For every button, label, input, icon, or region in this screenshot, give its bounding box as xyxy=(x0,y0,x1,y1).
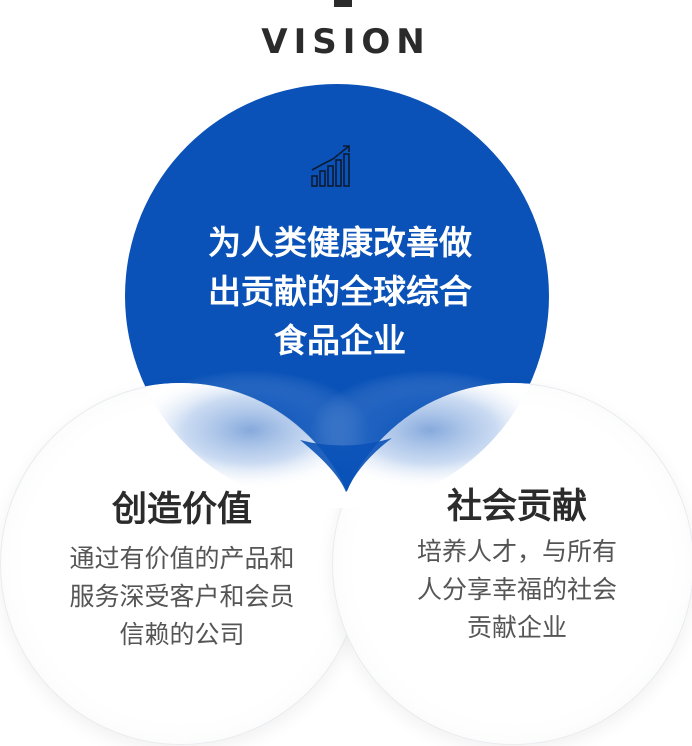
description-line: 人分享幸福的社会 xyxy=(416,575,617,604)
main-vision-line: 食品企业 xyxy=(274,321,406,360)
description-line: 培养人才，与所有 xyxy=(416,537,617,566)
social-contribution-title: 社会贡献 xyxy=(446,487,587,527)
description-line: 服务深受客户和会员 xyxy=(69,582,295,611)
social-contribution-description: 培养人才，与所有 人分享幸福的社会 贡献企业 xyxy=(367,533,667,647)
main-vision-line: 出贡献的全球综合 xyxy=(208,272,472,311)
vision-title: VISION xyxy=(261,22,431,62)
description-line: 信赖的公司 xyxy=(119,620,245,649)
main-vision-text: 为人类健康改善做 出贡献的全球综合 食品企业 xyxy=(180,218,500,365)
description-line: 通过有价值的产品和 xyxy=(69,544,295,573)
bar-chart-growth-icon xyxy=(311,145,350,187)
main-vision-line: 为人类健康改善做 xyxy=(208,223,472,262)
description-line: 贡献企业 xyxy=(466,613,567,642)
value-creation-title: 创造价值 xyxy=(111,490,252,530)
top-tick-decoration xyxy=(334,0,352,7)
value-creation-description: 通过有价值的产品和 服务深受客户和会员 信赖的公司 xyxy=(32,540,332,654)
